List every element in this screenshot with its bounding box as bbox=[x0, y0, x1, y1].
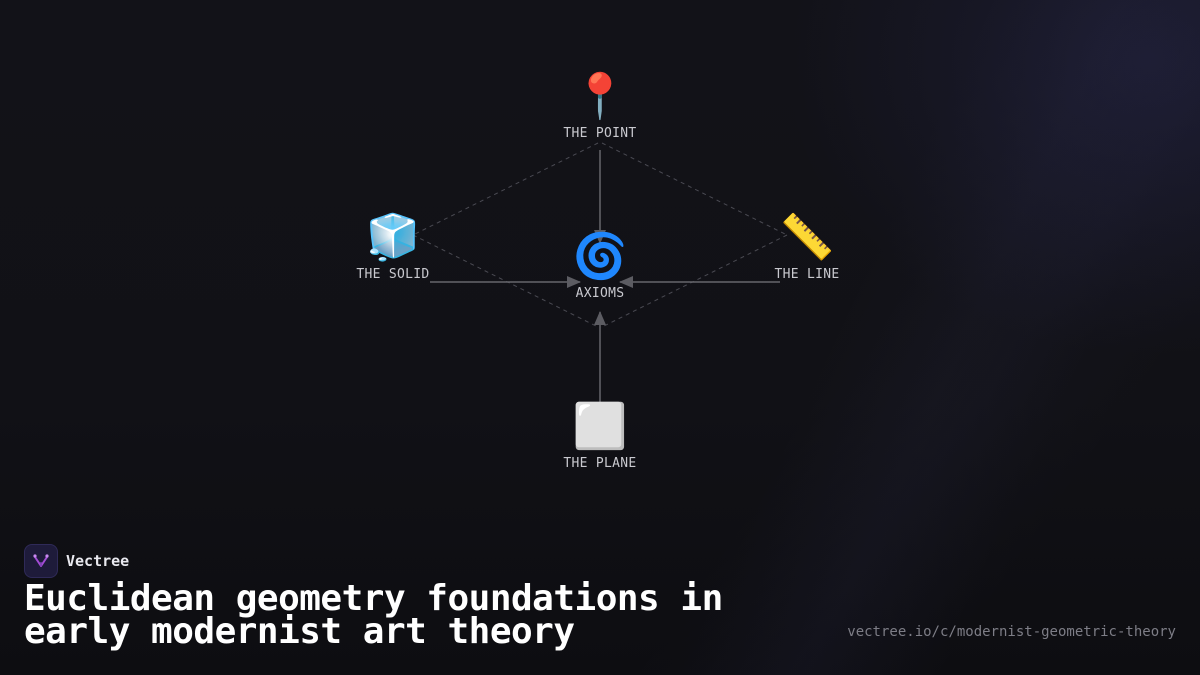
straight-ruler-icon: 📏 bbox=[779, 212, 835, 263]
edge-solid-plane bbox=[412, 234, 599, 328]
vectree-logo-icon bbox=[24, 544, 58, 578]
round-pushpin-icon: 📍 bbox=[572, 71, 628, 122]
node-the-point: 📍 THE POINT bbox=[530, 71, 670, 142]
brand-name: Vectree bbox=[66, 552, 130, 570]
node-label: THE SOLID bbox=[356, 267, 430, 282]
node-the-solid: 🧊 THE SOLID bbox=[323, 212, 463, 283]
node-label: THE LINE bbox=[774, 267, 840, 282]
brand[interactable]: Vectree bbox=[24, 544, 129, 578]
node-label: AXIOMS bbox=[575, 286, 625, 301]
node-axioms: 🌀 AXIOMS bbox=[530, 231, 670, 302]
page-url[interactable]: vectree.io/c/modernist-geometric-theory bbox=[847, 624, 1176, 640]
node-label: THE PLANE bbox=[563, 456, 637, 471]
page-title: Euclidean geometry foundations in early … bbox=[24, 578, 723, 652]
node-the-plane: ⬜ THE PLANE bbox=[530, 401, 670, 472]
ice-cube-icon: 🧊 bbox=[365, 212, 421, 263]
edge-point-line bbox=[601, 142, 788, 236]
cyclone-icon: 🌀 bbox=[572, 231, 628, 282]
edge-point-solid bbox=[412, 142, 599, 236]
node-label: THE POINT bbox=[563, 126, 637, 141]
edge-line-plane bbox=[601, 234, 788, 328]
white-square-icon: ⬜ bbox=[572, 401, 628, 452]
node-the-line: 📏 THE LINE bbox=[737, 212, 877, 283]
